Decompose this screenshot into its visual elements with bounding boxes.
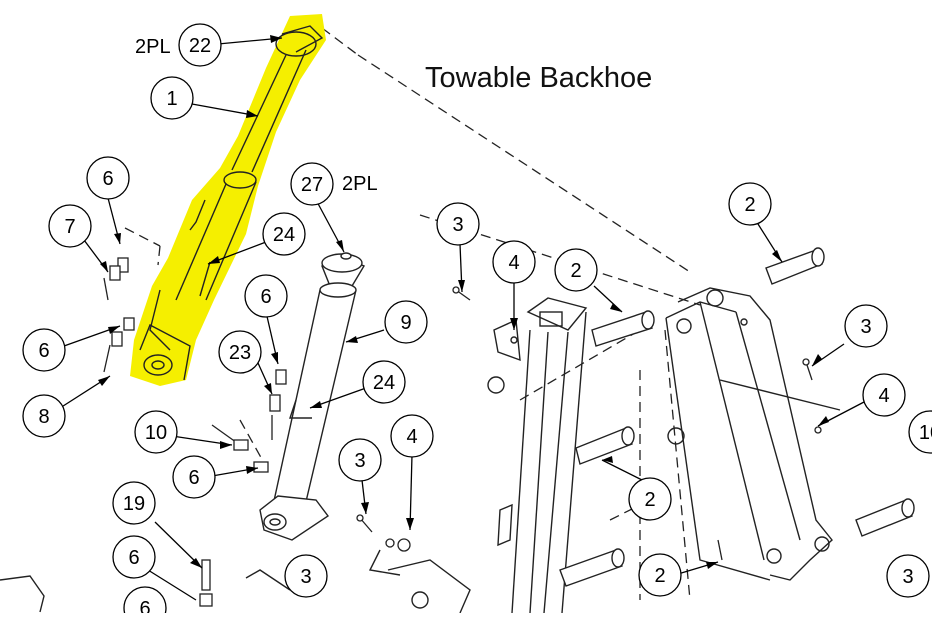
callout-label: 2 [654,565,665,587]
callout-label: 27 [301,174,323,196]
callout-circle [390,414,434,458]
callout-circle [22,328,66,372]
callout-circle [628,477,672,521]
callout-circle [886,554,930,598]
callout-label: 24 [273,224,295,246]
callout-circle [218,330,262,374]
callout-label: 8 [38,406,49,428]
callout-label: 10 [145,422,167,444]
callout-quantity-note: 2PL [342,173,378,195]
callout-circle [862,373,906,417]
callout-label: 3 [860,316,871,338]
callout-circle [22,394,66,438]
callout-label: 6 [128,547,139,569]
callout-circle [48,204,92,248]
post-bracket [665,287,841,581]
callout-circle [908,410,932,454]
callout-label: 19 [123,493,145,515]
callout-label: 3 [452,214,463,236]
boom-frame [487,297,588,614]
callout-circle [384,300,428,344]
callout-circle [172,455,216,499]
cylinder-part-9 [259,252,366,541]
pins [559,247,915,587]
callout-circle [112,481,156,525]
callout-label: 24 [373,372,395,394]
callout-circle [554,248,598,292]
callout-label: 23 [229,342,251,364]
callout-quantity-note: 2PL [135,36,171,58]
callout-label: 6 [38,340,49,362]
callout-circle [338,438,382,482]
callout-circle [638,553,682,597]
callout-circle [728,182,772,226]
callout-label: 22 [189,35,211,57]
diagram-title: Towable Backhoe [425,62,653,94]
callout-label: 2 [570,260,581,282]
callout-circle [86,156,130,200]
callout-circle [178,23,222,67]
callout-circle [436,202,480,246]
callout-label: 6 [188,467,199,489]
callout-label: 1 [166,88,177,110]
callout-circle [134,410,178,454]
callout-label: 3 [902,566,913,588]
callout-label: 9 [400,312,411,334]
fittings [103,257,822,607]
callout-label: 6 [102,168,113,190]
callout-circle [244,274,288,318]
callout-label: 7 [64,216,75,238]
callout-label: 2 [744,194,755,216]
callout-circle [123,586,167,618]
callout-circle [112,535,156,579]
callout-label: 4 [406,426,417,448]
base-fragments [0,549,471,614]
leader-arrowheads [98,35,829,569]
callout-label: 2 [644,489,655,511]
callout-circle [290,162,334,206]
callout-label: 3 [354,450,365,472]
callout-circle [284,554,328,598]
callout-label: 6 [139,598,150,613]
callout-circle [492,240,536,284]
callout-label: 10 [919,422,932,444]
callout-circle [362,360,406,404]
callout-circle [844,304,888,348]
callout-circle [150,76,194,120]
callout-label: 3 [300,566,311,588]
callout-circle [262,212,306,256]
cylinder-part-1 [139,25,324,381]
callout-label: 4 [878,385,889,407]
callout-label: 6 [260,286,271,308]
callout-label: 4 [508,252,519,274]
